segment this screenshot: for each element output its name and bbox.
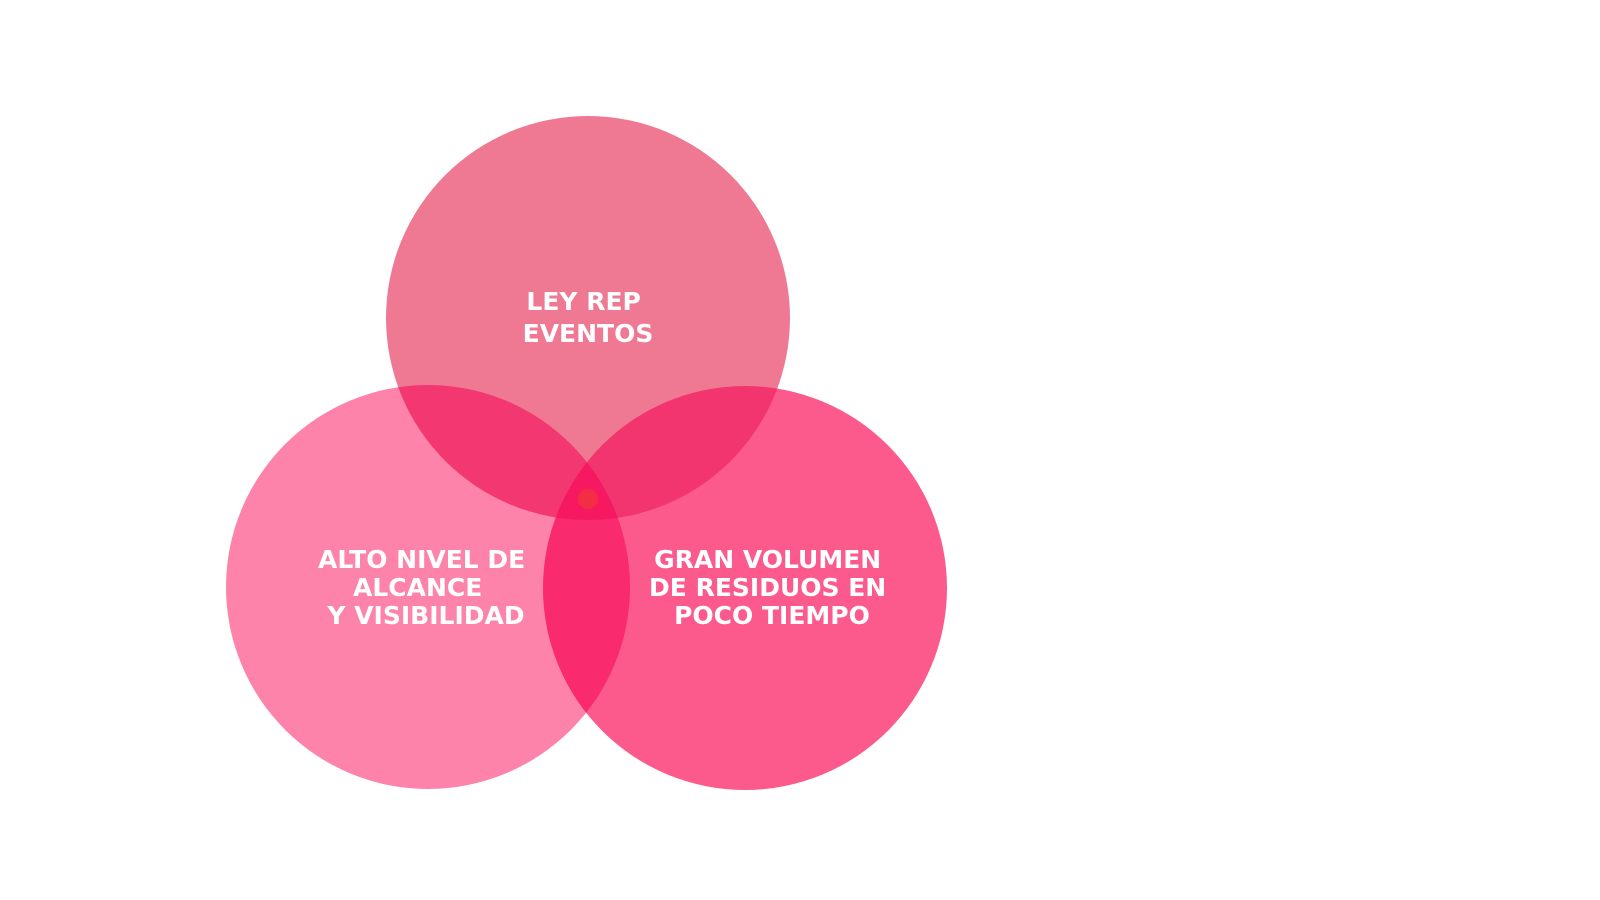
- label-left: ALTO NIVEL DE ALCANCE Y VISIBILIDAD: [318, 545, 534, 630]
- overlap-top-left: [386, 385, 630, 520]
- overlap-top-right: [543, 386, 790, 520]
- label-left-line-3: Y VISIBILIDAD: [326, 601, 524, 630]
- label-left-line-1: ALTO NIVEL DE: [318, 545, 525, 574]
- label-right-line-3: POCO TIEMPO: [674, 601, 870, 630]
- label-top-line-1: LEY REP: [526, 287, 640, 316]
- label-right: GRAN VOLUMEN DE RESIDUOS EN POCO TIEMPO: [649, 545, 895, 630]
- label-top-line-2: EVENTOS: [523, 319, 654, 348]
- label-top: LEY REP EVENTOS: [523, 287, 654, 348]
- center-dot: [578, 489, 598, 509]
- label-right-line-1: GRAN VOLUMEN: [654, 545, 881, 574]
- label-right-line-2: DE RESIDUOS EN: [649, 573, 886, 602]
- label-left-line-2: ALCANCE: [353, 573, 482, 602]
